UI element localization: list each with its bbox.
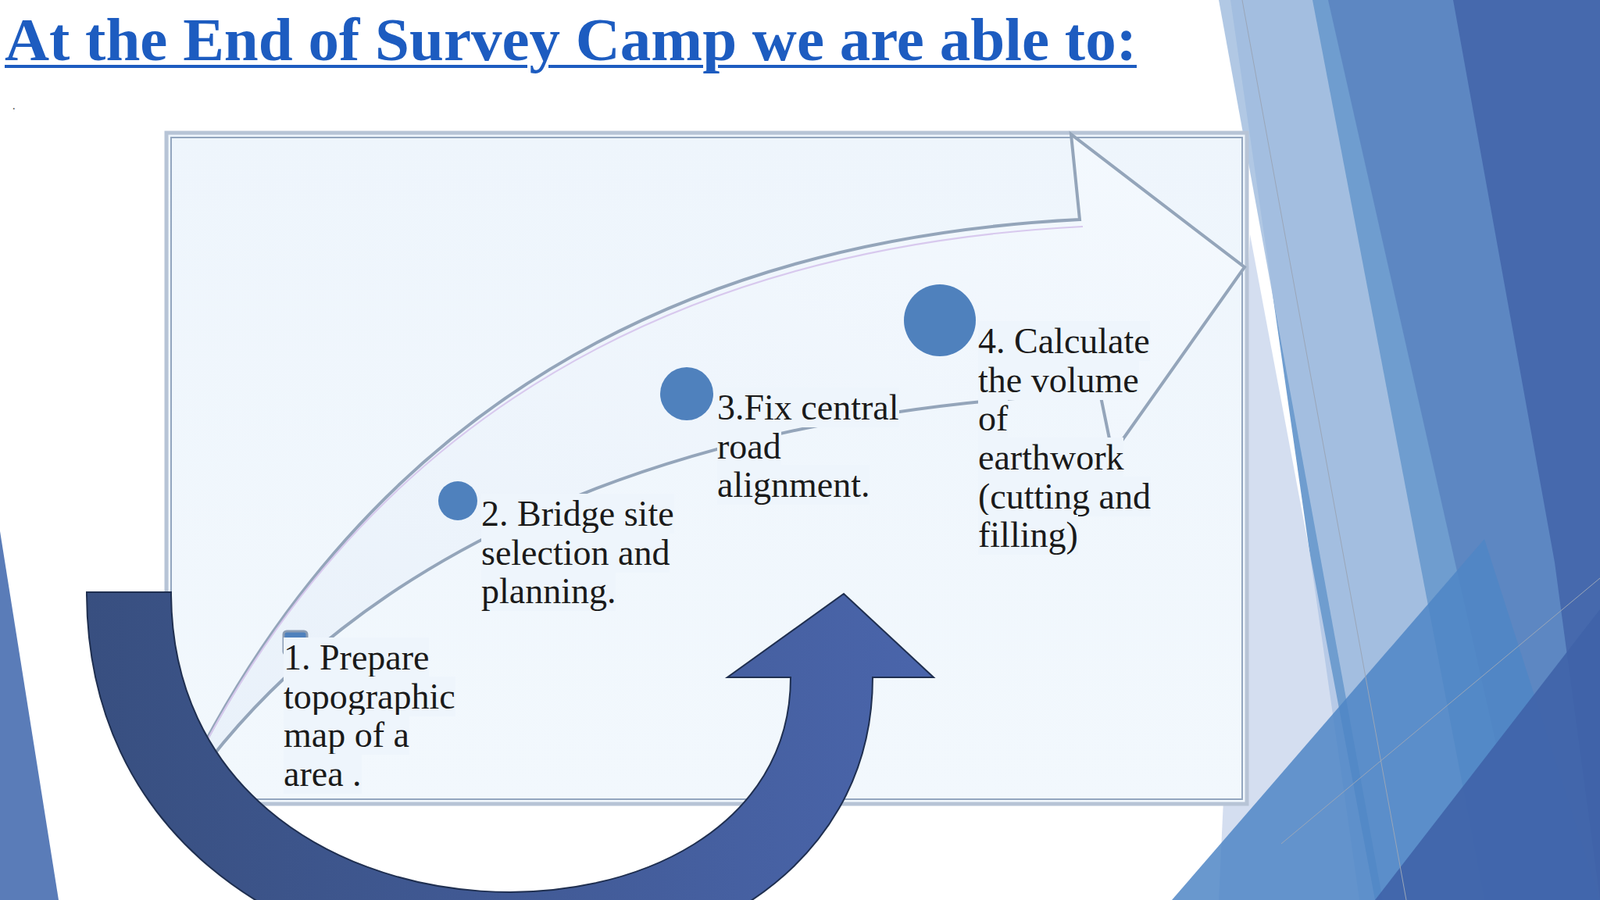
stray-mark: . [12,100,16,113]
u-turn-arrow [86,592,934,900]
corner-plane [0,531,59,900]
step-marker [660,367,714,421]
step-marker [903,284,976,357]
step-label: 2. Bridge site selection and planning. [481,493,675,611]
step-label: 4. Calculate the volume of earthwork (cu… [978,321,1151,555]
step-text: 1. Prepare topographic map of a area . [283,638,475,794]
step-text: 2. Bridge site selection and planning. [481,494,686,611]
panel-frame [166,132,1247,804]
step-label: 3.Fix central road alignment. [717,387,900,505]
slide-title: At the End of Survey Camp we are able to… [4,6,1137,75]
step-marker [438,481,478,521]
step-text: 4. Calculate the volume of earthwork (cu… [978,321,1160,555]
step-text: 3.Fix central road alignment. [717,388,905,505]
step-label: 1. Prepare topographic map of a area . [283,637,456,794]
